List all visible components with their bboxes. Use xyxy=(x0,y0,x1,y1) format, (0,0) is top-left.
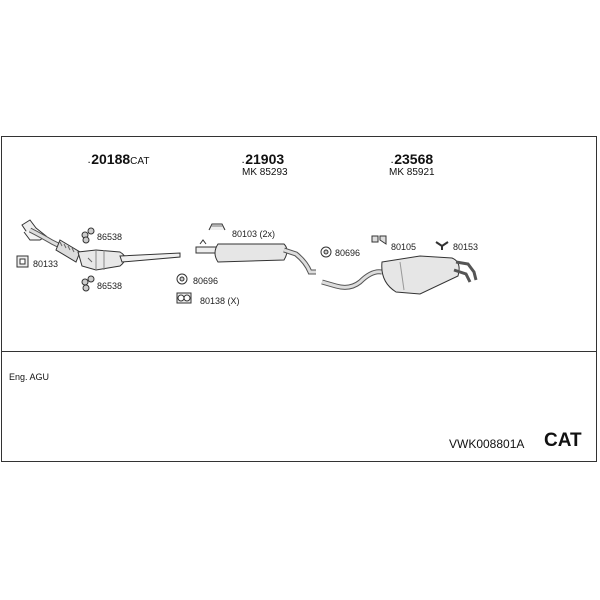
part-number-23568: .23568 xyxy=(391,151,434,167)
catalytic-converter-icon xyxy=(77,249,181,271)
bolt-86538-top-icon xyxy=(81,227,95,244)
mk-number-85293: MK 85293 xyxy=(242,167,288,178)
ring-80696-b-icon xyxy=(320,246,332,258)
label-80133: 80133 xyxy=(33,259,59,269)
label-80105: 80105 xyxy=(391,242,417,252)
mk-number-85921: MK 85921 xyxy=(389,167,435,178)
bolt-86538-bottom-icon xyxy=(81,275,95,292)
hanger-80153-icon xyxy=(435,241,449,250)
engine-label: Eng. AGU xyxy=(9,372,50,382)
hanger-80105-icon xyxy=(371,235,387,245)
gasket-80133-icon xyxy=(16,255,29,268)
cat-badge: CAT xyxy=(544,430,582,451)
clamp-80103-icon xyxy=(208,223,226,231)
section-divider xyxy=(1,351,597,352)
ring-80696-a-icon xyxy=(176,273,188,285)
bracket-80138-icon xyxy=(176,292,192,304)
label-80696-a: 80696 xyxy=(193,276,219,286)
label-80138: 80138 (X) xyxy=(200,296,240,306)
diagram-frame xyxy=(1,136,597,462)
front-pipe-icon xyxy=(28,227,81,263)
kit-code: VWK008801A xyxy=(449,437,525,451)
part-number-21903: .21903 xyxy=(242,151,285,167)
part-number-20188: .20188CAT xyxy=(88,151,150,167)
label-86538-top: 86538 xyxy=(97,232,123,242)
middle-silencer-icon xyxy=(195,239,316,275)
label-86538-bottom: 86538 xyxy=(97,281,123,291)
label-80696-b: 80696 xyxy=(335,248,361,258)
label-80153: 80153 xyxy=(453,242,479,252)
rear-silencer-icon xyxy=(321,255,478,295)
label-80103: 80103 (2x) xyxy=(232,229,276,239)
